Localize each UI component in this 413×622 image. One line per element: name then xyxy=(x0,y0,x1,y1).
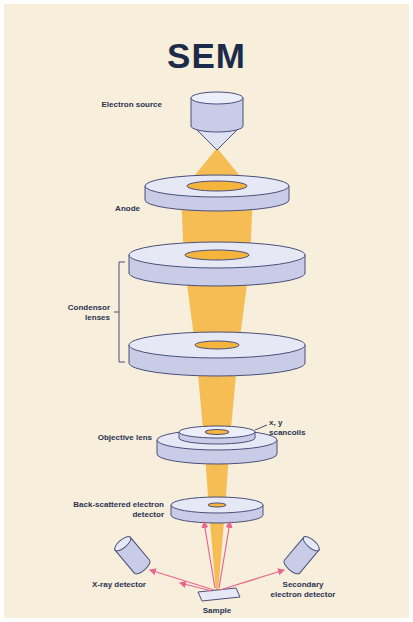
part-label: Objective lens xyxy=(90,433,152,443)
part-label: Sample xyxy=(187,606,247,616)
secondary-detector xyxy=(282,534,322,576)
signal-arrows xyxy=(150,522,284,591)
scan-coils xyxy=(179,426,255,444)
diagram-title: SEM xyxy=(0,36,413,76)
bracket xyxy=(114,262,125,362)
condenser-lens xyxy=(129,242,305,286)
anode-disk xyxy=(145,175,289,211)
sample xyxy=(198,588,240,601)
xray-detector xyxy=(112,534,152,576)
part-label: Back-scattered electron detector xyxy=(60,500,164,520)
part-label: Secondary electron detector xyxy=(268,580,338,600)
part-label: Condensor lenses xyxy=(50,303,110,323)
electron-source xyxy=(191,92,243,150)
bse-detector xyxy=(171,497,263,523)
part-label: Electron source xyxy=(100,100,162,110)
condenser-lens xyxy=(129,332,305,376)
part-label: Anode xyxy=(88,204,140,214)
leader-line xyxy=(255,425,267,430)
part-label: x, y scancoils xyxy=(269,418,317,438)
part-label: X-ray detector xyxy=(92,580,146,590)
